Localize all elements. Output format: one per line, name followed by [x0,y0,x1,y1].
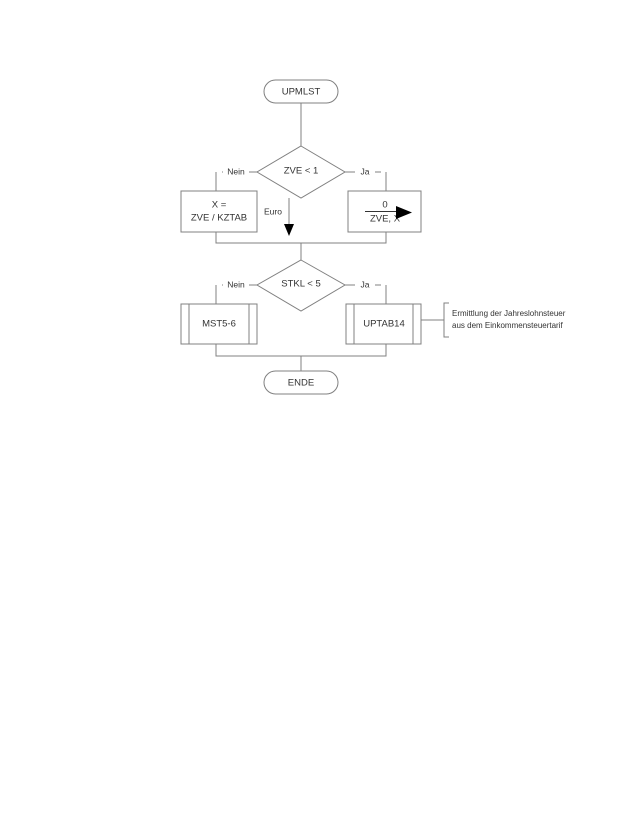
node-process-zero[interactable]: 0 ZVE, X [347,190,422,233]
annotation-line1: Ermittlung der Jahreslohnsteuer [452,309,566,318]
subroutine-mst-label: MST5-6 [202,319,236,330]
annotation-note: Ermittlung der Jahreslohnsteuer aus dem … [452,309,566,330]
node-decision-zve[interactable]: ZVE < 1 [256,145,346,199]
decision-stkl-shape [256,259,346,312]
process-x-shape [180,190,258,233]
edge-label-zve-yes-bg [355,165,375,179]
annotation-bracket [443,302,449,338]
process-zero-arrow-icon [396,206,412,219]
start-label: UPMLST [282,87,321,98]
decision-stkl-label: STKL < 5 [281,279,321,290]
subroutine-mst-shape [180,303,258,345]
edge-label-stkl-yes-bg [355,278,375,292]
node-start[interactable]: UPMLST [263,79,339,104]
edge-label-zve-no-bg [223,165,249,179]
process-zero-numerator: 0 [382,200,387,211]
process-zero-denominator: ZVE, X [370,214,401,225]
edge-zve-euro-arrowhead [284,224,294,236]
edge-label-layer: Nein Ja Euro Nein Ja [223,165,375,292]
edge-label-zve-no: Nein [227,166,245,176]
edge-label-stkl-no-bg [223,278,249,292]
node-subroutine-mst[interactable]: MST5-6 [180,303,258,345]
edge-merge-row1 [215,232,387,244]
edge-label-zve-yes: Ja [361,166,370,176]
decision-zve-shape [256,145,346,199]
node-decision-stkl[interactable]: STKL < 5 [256,259,346,312]
node-process-x[interactable]: X = ZVE / KZTAB [180,190,258,233]
end-terminator-shape [263,370,339,395]
edge-label-stkl-no: Nein [227,279,245,289]
node-subroutine-uptab[interactable]: UPTAB14 [345,303,422,345]
end-label: ENDE [288,378,314,389]
edge-label-stkl-yes: Ja [361,279,370,289]
edge-merge-row2 [215,344,387,357]
start-terminator-shape [263,79,339,104]
edge-label-euro: Euro [264,206,282,216]
subroutine-uptab-shape [345,303,422,345]
subroutine-uptab-label: UPTAB14 [363,319,405,330]
process-x-label-line2: ZVE / KZTAB [191,213,247,224]
process-x-label-line1: X = [212,200,227,211]
annotation-line2: aus dem Einkommensteuertarif [452,321,563,330]
decision-zve-label: ZVE < 1 [284,166,319,177]
node-end[interactable]: ENDE [263,370,339,395]
